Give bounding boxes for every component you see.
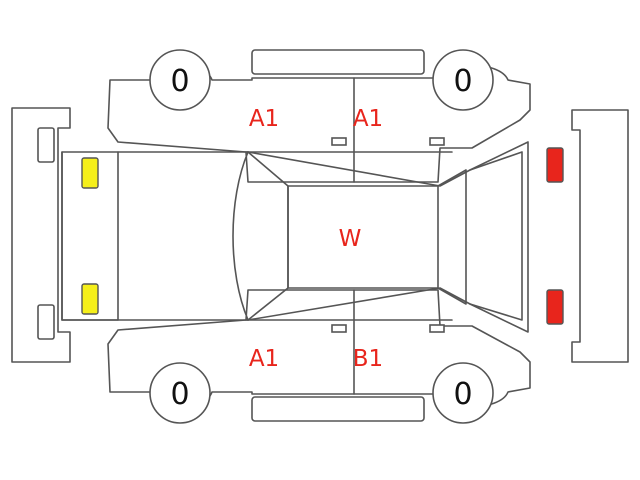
left-side-skirt	[251, 49, 425, 75]
tire-rear-right: 0	[432, 362, 494, 424]
mark-left-front-door: A1	[249, 106, 279, 132]
right-side-skirt	[251, 396, 425, 422]
taillight-icon	[546, 147, 564, 183]
tire-front-left: 0	[149, 49, 211, 111]
front-bumper	[11, 107, 71, 363]
mark-right-rear-door: B1	[353, 346, 383, 372]
tire-rear-left: 0	[432, 49, 494, 111]
tire-front-right: 0	[149, 362, 211, 424]
tire-rear-right-value: 0	[453, 377, 472, 412]
mark-roof: W	[339, 226, 362, 252]
tire-front-left-value: 0	[170, 64, 189, 99]
headlight-icon	[81, 283, 99, 315]
taillight-icon	[546, 289, 564, 325]
top-view-body	[61, 141, 529, 333]
rear-bumper	[571, 109, 629, 363]
tire-front-right-value: 0	[170, 377, 189, 412]
mark-right-front-door: A1	[249, 346, 279, 372]
headlight-icon	[81, 157, 99, 189]
mark-left-rear-door: A1	[353, 106, 383, 132]
tire-rear-left-value: 0	[453, 64, 472, 99]
